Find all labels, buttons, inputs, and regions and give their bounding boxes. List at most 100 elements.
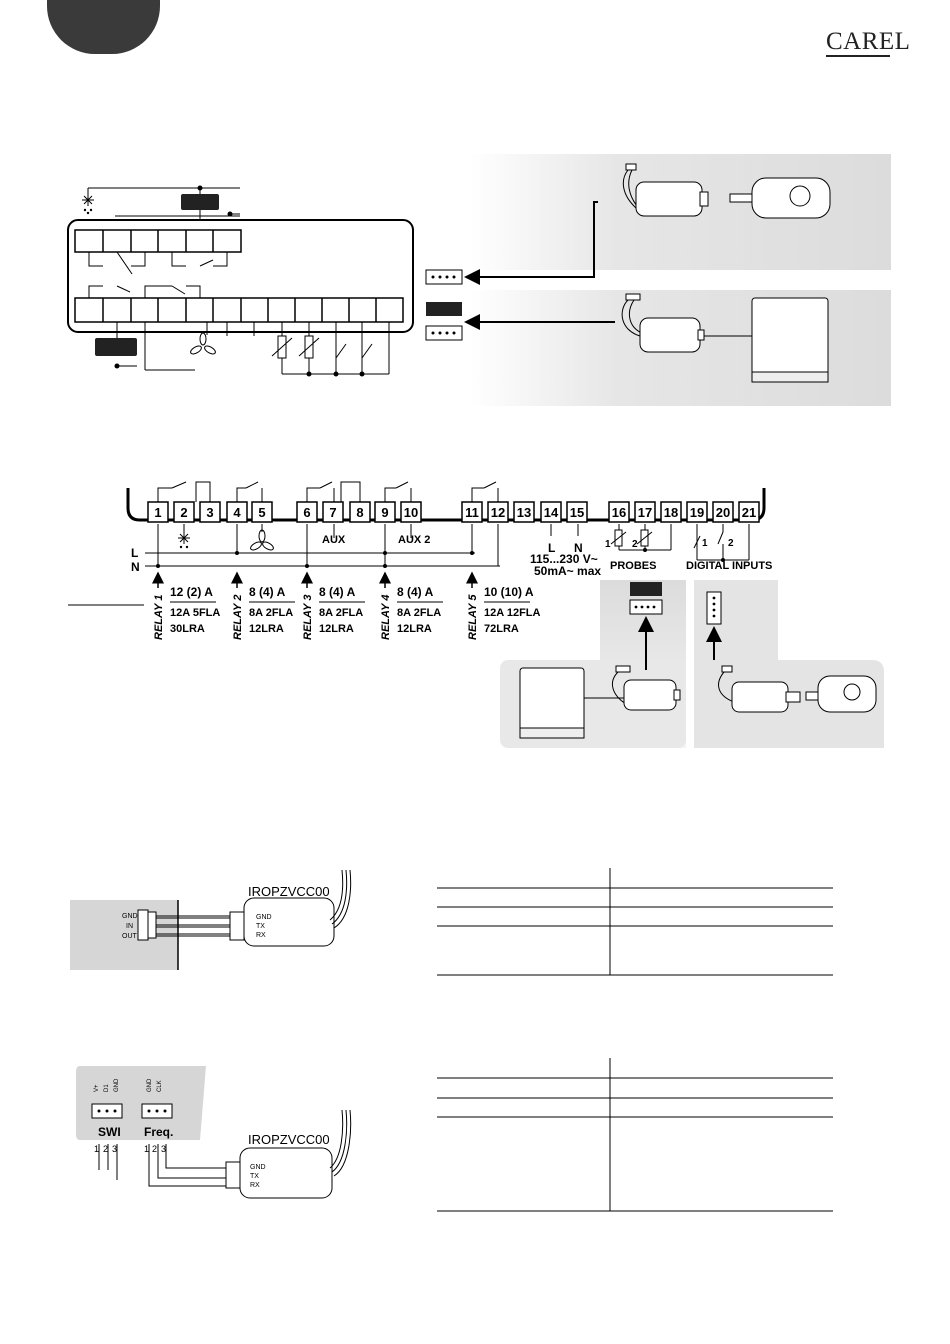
converter-2-model: IROPZVCC00	[248, 1132, 330, 1147]
di-1-label: 1	[702, 538, 708, 549]
converter-module-right	[718, 665, 801, 713]
terminal-number: 19	[690, 505, 704, 520]
swi-pin-d1: D1	[104, 1084, 110, 1092]
terminal-box-15	[566, 501, 588, 523]
terminal-number: 3	[206, 505, 213, 520]
freq-num-3: 3	[161, 1144, 166, 1154]
relay-name: RELAY 2	[232, 595, 244, 640]
digital-inputs-label: DIGITAL INPUTS	[686, 560, 772, 572]
programming-key-icon	[729, 177, 831, 219]
line-L-label: L	[131, 546, 138, 560]
converter-1-model: IROPZVCC00	[248, 884, 330, 899]
swi-num-1: 1	[94, 1144, 99, 1154]
programming-key-icon-2	[805, 675, 877, 713]
conv2-pin-tx: TX	[250, 1173, 259, 1180]
terminal-strip-upper	[74, 229, 242, 253]
connector-top	[425, 269, 463, 285]
wiring-diagram-top	[67, 154, 891, 406]
terminal-box-2	[173, 501, 195, 523]
terminal-number: 13	[517, 505, 531, 520]
terminal-box-16	[608, 501, 630, 523]
swi-label: SWI	[98, 1125, 121, 1139]
relay-name: RELAY 5	[467, 594, 479, 640]
terminal-box-18	[660, 501, 682, 523]
di-2-label: 2	[728, 538, 734, 549]
aux-label: AUX	[322, 534, 346, 546]
aux2-label: AUX 2	[398, 534, 430, 546]
terminal-number: 4	[233, 505, 241, 520]
terminal-box-21	[738, 501, 760, 523]
terminal-strip-lower	[74, 297, 404, 323]
probe-1-label: 1	[605, 539, 611, 550]
conv2-pin-rx: RX	[250, 1182, 260, 1189]
probe-2-label: 2	[632, 539, 638, 550]
display-label-top	[181, 194, 219, 210]
supply-N: N	[574, 541, 583, 555]
table-converter-1	[437, 868, 833, 976]
relay-name: RELAY 1	[153, 595, 165, 640]
conv1-pin-rx: RX	[256, 932, 266, 939]
supply-voltage: 115...230 V~	[530, 552, 598, 566]
connector-bottom	[425, 325, 463, 341]
device-pin-gnd: GND	[122, 913, 138, 920]
probes-label: PROBES	[610, 560, 656, 572]
swi-num-3: 3	[112, 1144, 117, 1154]
defrost-icon	[82, 194, 94, 215]
relay-lra: 72LRA	[484, 623, 519, 635]
swi-num-2: 2	[103, 1144, 108, 1154]
terminal-number: 16	[612, 505, 626, 520]
conv1-pin-tx: TX	[256, 923, 265, 930]
relay-rating: 8 (4) A	[249, 585, 286, 599]
relay-ratings: RELAY 1 12 (2) A 12A 5FLA 30LRA RELAY 2 8 (4)…	[153, 585, 541, 640]
conv2-pin-gnd: GND	[250, 1164, 266, 1171]
terminal-box-20	[712, 501, 734, 523]
logo-underline	[826, 55, 890, 57]
terminal-number: 20	[716, 505, 730, 520]
converter-module-top	[622, 163, 709, 217]
relay-lra: 30LRA	[170, 623, 205, 635]
terminal-number: 12	[491, 505, 505, 520]
relay-fla: 8A 2FLA	[397, 607, 441, 619]
terminal-number: 11	[465, 505, 479, 520]
terminal-number: 8	[356, 505, 363, 520]
relay-fla: 12A 12FLA	[484, 607, 541, 619]
relay-name: RELAY 4	[380, 595, 392, 640]
supervisor-device-icon-2	[519, 667, 585, 739]
terminal-number: 1	[154, 505, 161, 520]
relay-lra: 12LRA	[319, 623, 354, 635]
terminal-number: 14	[544, 505, 559, 520]
table-converter-2	[437, 1058, 833, 1212]
terminal-number: 18	[664, 505, 678, 520]
connector-4pin-2	[629, 599, 663, 615]
terminal-number: 10	[404, 505, 418, 520]
fan-icon	[190, 332, 216, 355]
supervisor-device-icon	[751, 297, 829, 383]
terminal-box-14	[540, 501, 562, 523]
converter-diagram-2: V+ D1 GND GND CLK SWI Freq. 1 2 3 1 2 3 …	[76, 1066, 352, 1199]
display-label-bottom	[95, 338, 137, 356]
relay-rating: 12 (2) A	[170, 585, 213, 599]
conv1-pin-gnd: GND	[256, 914, 272, 921]
terminal-number: 17	[638, 505, 652, 520]
terminal-number: 21	[742, 505, 756, 520]
relay-lra: 12LRA	[397, 623, 432, 635]
fan-icon-2	[250, 529, 274, 551]
freq-num-1: 1	[144, 1144, 149, 1154]
converter-module-left	[584, 665, 681, 711]
terminal-number: 9	[381, 505, 388, 520]
defrost-icon-2	[178, 532, 190, 549]
relay-fla: 8A 2FLA	[319, 607, 363, 619]
relay-name: RELAY 3	[302, 595, 314, 640]
terminal-box-13	[513, 501, 535, 523]
connector-label-black-2	[630, 582, 662, 596]
supply-current: 50mA~ max	[534, 564, 601, 578]
terminal-box-17	[634, 501, 656, 523]
connector-4pin-vertical	[706, 591, 722, 625]
relay-fla: 8A 2FLA	[249, 607, 293, 619]
relay-fla: 12A 5FLA	[170, 607, 220, 619]
freq-label: Freq.	[144, 1125, 173, 1139]
accessory-panel-right	[694, 580, 884, 748]
terminal-number: 6	[303, 505, 310, 520]
